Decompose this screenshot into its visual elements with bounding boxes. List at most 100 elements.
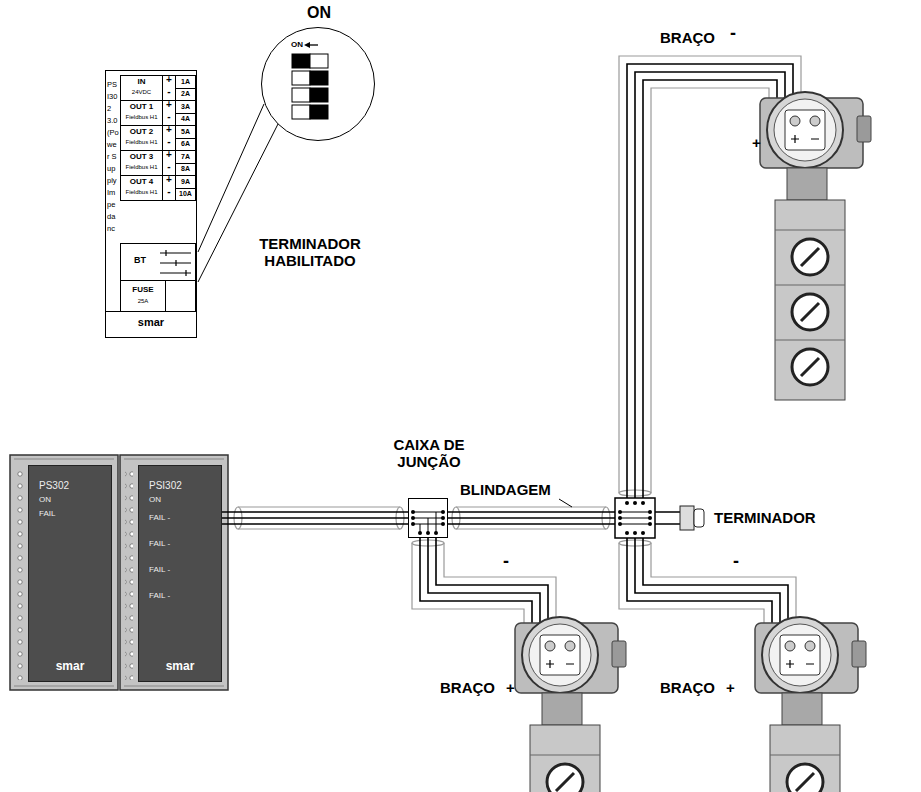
dip-switch [292, 88, 310, 102]
polarity-sign: + [163, 75, 175, 85]
led-label: FAIL - [149, 566, 170, 575]
spur-label: BRAÇO [660, 30, 715, 47]
polarity-sign: + [752, 135, 761, 152]
module-model: PS302 [39, 480, 69, 491]
group-subtitle: Fieldbus H1 [121, 164, 162, 171]
polarity-sign: + [163, 100, 175, 110]
polarity-sign: - [503, 552, 509, 572]
junction-box [615, 498, 655, 538]
terminal-group: OUT 4Fieldbus H1+-9A10A [120, 175, 196, 201]
group-name: OUT 2 [121, 128, 162, 137]
led-label: ON [149, 496, 161, 505]
polarity-sign: + [506, 680, 515, 697]
terminator-label: TERMINADOR [714, 510, 816, 527]
polarity-sign: + [163, 175, 175, 185]
group-name: IN [121, 78, 162, 87]
fuse-rating: 25A [121, 298, 165, 305]
terminator-note: TERMINADOR HABILITADO [255, 236, 365, 269]
dot [625, 531, 629, 535]
cell-divider [176, 88, 195, 89]
led-column [15, 470, 23, 680]
fieldbus-trunk-cable [222, 512, 408, 524]
dip-switch [310, 54, 328, 68]
spur-label: BRAÇO [440, 680, 495, 697]
terminal-group: IN24VDC+-1A2A [120, 75, 196, 101]
terminal-number: 6A [176, 140, 195, 148]
terminal-number: 7A [176, 153, 195, 161]
terminal-dots [411, 510, 445, 535]
internal-jumpers [413, 512, 443, 533]
module-frame [120, 455, 228, 690]
module-frame [10, 455, 118, 690]
dip-switch-zoom: ONON [261, 27, 375, 141]
zoom-ground [261, 27, 375, 141]
bt-label: BT [125, 256, 155, 266]
terminal-number: 8A [176, 165, 195, 173]
cable-shield [234, 56, 801, 630]
field-transmitter [515, 617, 626, 792]
terminal-number: 9A [176, 178, 195, 186]
model-text: PSI302 3.0 (Power Supply Impedanc [107, 79, 119, 235]
polarity-sign: + [163, 125, 175, 135]
cell-divider [176, 188, 195, 189]
group-subtitle: Fieldbus H1 [121, 139, 162, 146]
power-supply-impedance-module: PSI302ONFAIL -FAIL -FAIL -FAIL -smar [138, 465, 222, 682]
junction-heading: CAIXA DE JUNÇÃO [384, 437, 474, 470]
brand-text: smar [106, 316, 196, 328]
cell-divider [162, 76, 163, 100]
cell-divider [162, 126, 163, 150]
bt-block: BT [120, 243, 196, 281]
switch-label: ON [291, 41, 303, 50]
terminal-number: 10A [176, 190, 195, 198]
dot [633, 501, 637, 505]
junction-box: CAIXA DE JUNÇÃO [408, 498, 448, 538]
polarity-sign: - [730, 24, 736, 44]
terminal-group: OUT 2 Fieldbus H1+ -5A 6A [120, 125, 196, 151]
polarity-sign: - [163, 112, 175, 122]
terminal-number: 3A [176, 103, 195, 111]
group-name: OUT 3 [121, 153, 162, 162]
fuse-block: FUSE 25A [120, 280, 196, 312]
terminator-cap [694, 509, 704, 527]
dot [641, 531, 645, 535]
terminal-group: OUT 1Fieldbus H1+-3A4A [120, 100, 196, 126]
polarity-sign: - [733, 552, 739, 572]
led-label: FAIL [39, 510, 55, 519]
power-supply-module: PS302ONFAILsmar [28, 465, 112, 682]
polarity-sign: - [163, 137, 175, 147]
dip-switch [310, 105, 328, 119]
fieldbus-wires [408, 64, 793, 640]
shield-label: BLINDAGEM [460, 482, 551, 499]
terminal-number: 2A [176, 90, 195, 98]
dot [633, 531, 637, 535]
brand-text: smar [29, 660, 111, 673]
dip-switch [292, 71, 310, 85]
polarity-sign: - [163, 187, 175, 197]
polarity-sign: + [726, 680, 735, 697]
on-arrow-head [304, 42, 310, 48]
group-subtitle: 24VDC [121, 89, 162, 96]
module-front [28, 465, 112, 682]
cell-divider [176, 138, 195, 139]
zoom-heading: ON [262, 4, 376, 22]
group-subtitle: Fieldbus H1 [121, 189, 162, 196]
polarity-sign: - [163, 87, 175, 97]
dip-switch [310, 71, 328, 85]
polarity-sign: - [163, 162, 175, 172]
led-column [125, 470, 133, 680]
terminal-number: 5A [176, 128, 195, 136]
module-detail-panel: PSI302 3.0 (Power Supply Impedanc smar IN 2… [105, 70, 197, 338]
terminator-plug [680, 506, 694, 530]
led-label: FAIL - [149, 514, 170, 523]
module-ribs [14, 459, 114, 686]
trunk-wire [443, 512, 620, 524]
terminal-group: OUT 3Fieldbus H1+-7A8A [120, 150, 196, 176]
module-ribs [124, 459, 224, 686]
fuse-label: FUSE [121, 286, 165, 295]
dip-switch [292, 54, 310, 68]
dip-switch [292, 105, 310, 119]
internal-jumpers [620, 512, 650, 524]
cell-divider [162, 176, 163, 200]
